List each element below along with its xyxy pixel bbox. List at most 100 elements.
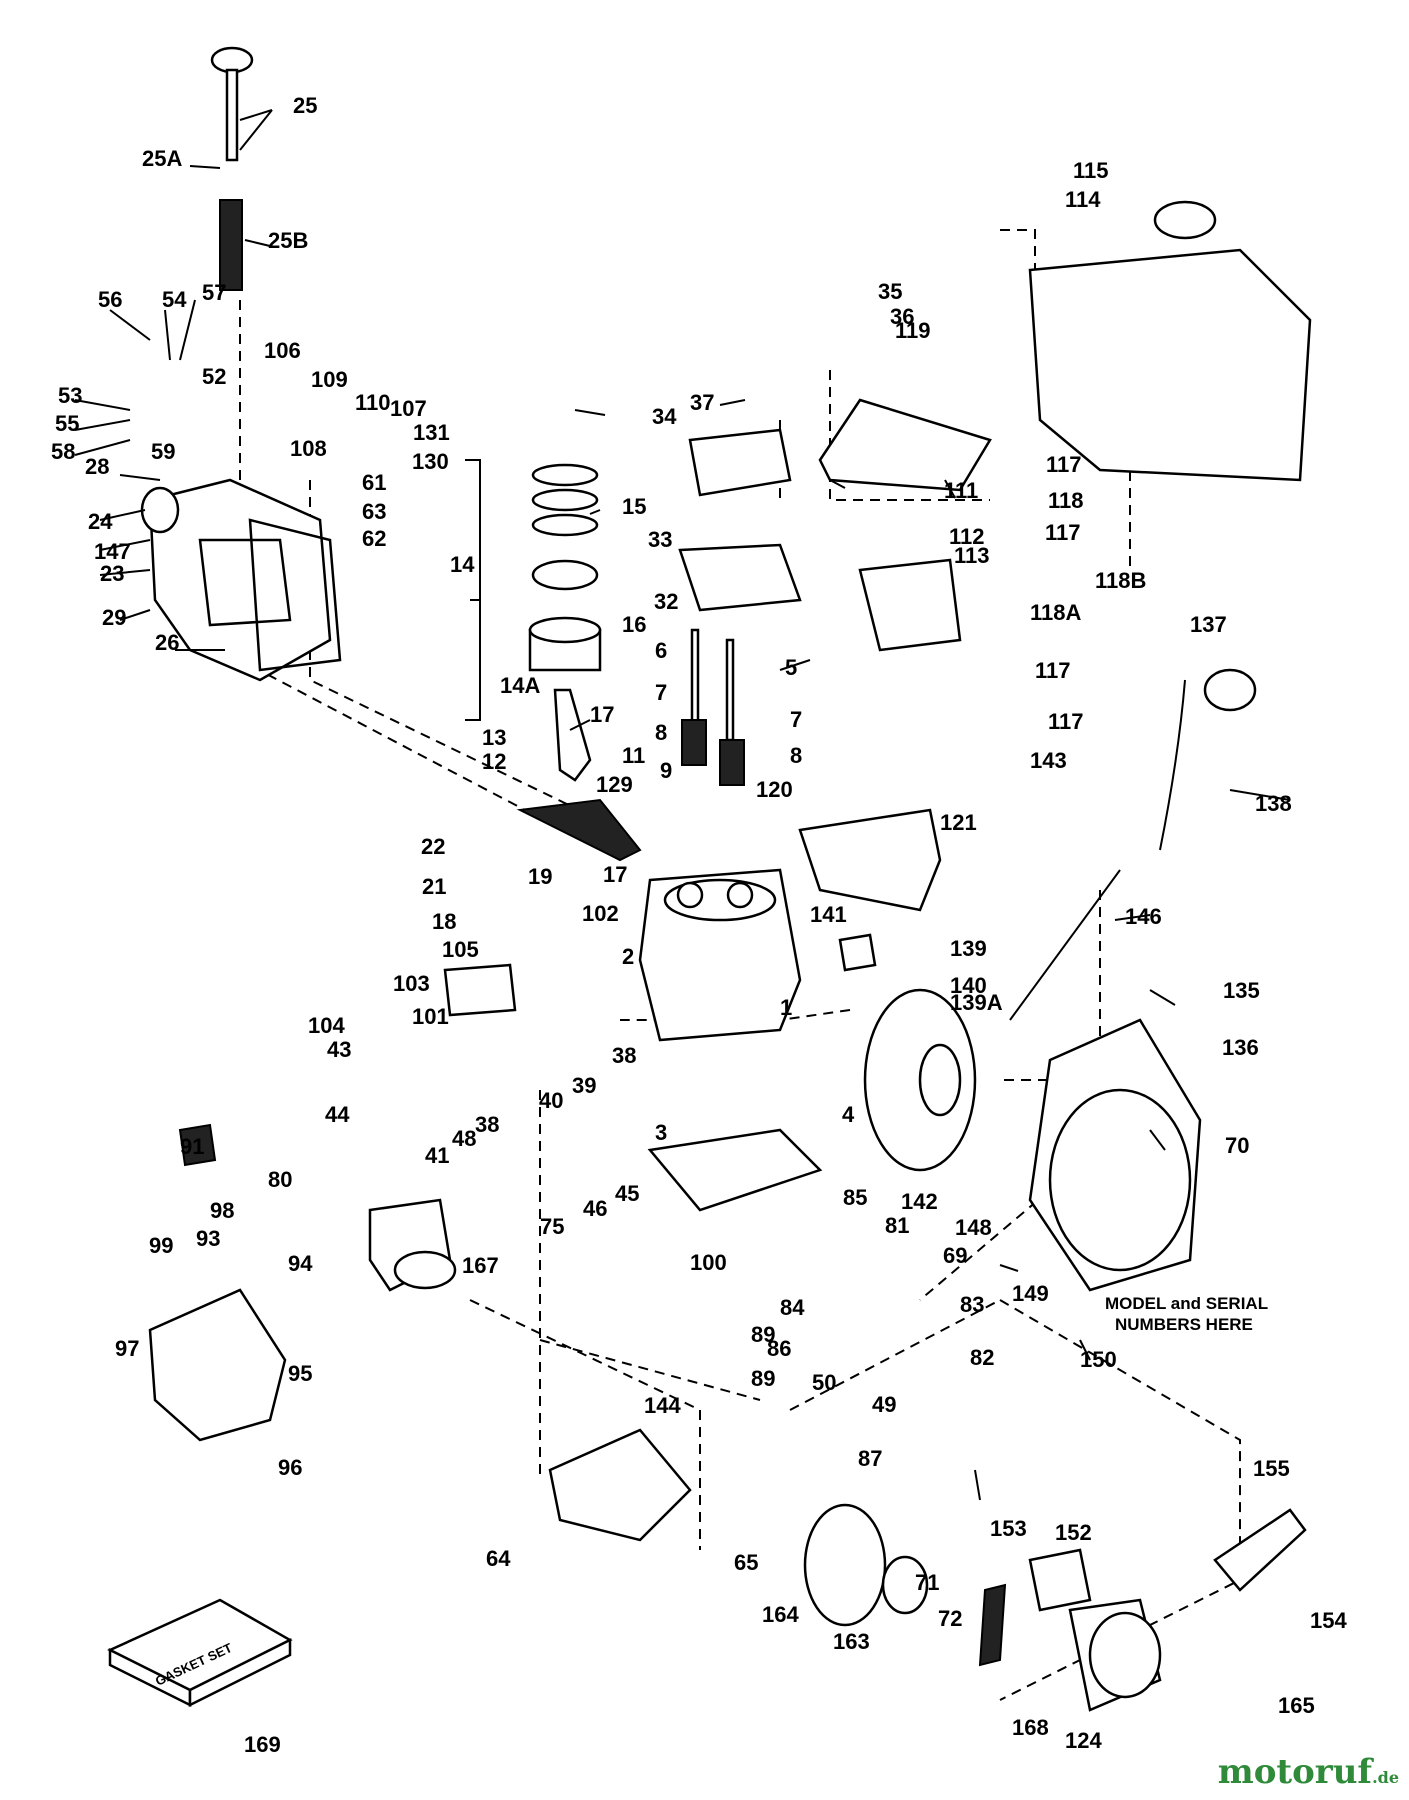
part-label-49: 49 [872, 1392, 896, 1417]
part-label-91: 91 [180, 1134, 204, 1159]
part-label-111: 111 [944, 478, 978, 503]
part-label-148: 148 [955, 1215, 992, 1240]
part-label-163: 163 [833, 1629, 870, 1654]
part-label-105: 105 [442, 937, 479, 962]
part-label-96: 96 [278, 1455, 302, 1480]
part-label-94: 94 [288, 1251, 313, 1276]
part-label-9: 9 [660, 758, 672, 783]
part-label-110: 110 [355, 390, 391, 415]
part-label-137: 137 [1190, 612, 1227, 637]
watermark-logo: motoruf.de [1218, 1752, 1399, 1792]
part-label-41: 41 [425, 1143, 449, 1168]
part-label-38: 38 [612, 1043, 636, 1068]
part-label-16: 16 [622, 612, 646, 637]
part-label-154: 154 [1310, 1608, 1347, 1633]
part-label-52: 52 [202, 364, 226, 389]
part-label-146: 146 [1125, 904, 1162, 929]
part-label-18: 18 [432, 909, 456, 934]
part-label-80: 80 [268, 1167, 292, 1192]
part-label-22: 22 [421, 834, 445, 859]
part-label-89: 89 [751, 1322, 775, 1347]
part-label-61: 61 [362, 470, 386, 495]
part-label-36: 36 [890, 304, 914, 329]
part-label-113: 113 [954, 543, 990, 568]
part-number-labels: 123456778891112131414A151617171819212223… [51, 93, 1347, 1757]
part-label-40: 40 [539, 1088, 563, 1113]
part-label-5: 5 [785, 655, 797, 680]
part-label-45: 45 [615, 1181, 639, 1206]
part-label-124: 124 [1065, 1728, 1102, 1753]
part-label-25: 25 [293, 93, 317, 118]
part-label-104: 104 [308, 1013, 345, 1038]
part-label-167: 167 [462, 1253, 499, 1278]
part-label-48: 48 [452, 1126, 476, 1151]
part-label-118A: 118A [1030, 600, 1081, 625]
part-label-93: 93 [196, 1226, 220, 1251]
part-label-87: 87 [858, 1446, 882, 1471]
note-line-2: NUMBERS HERE [1115, 1315, 1253, 1334]
part-label-150: 150 [1080, 1347, 1117, 1372]
part-label-6: 6 [655, 638, 667, 663]
part-label-129: 129 [596, 772, 633, 797]
part-label-118: 118 [1048, 488, 1084, 513]
part-label-152: 152 [1055, 1520, 1092, 1545]
part-label-53: 53 [58, 383, 82, 408]
part-label-25B: 25B [268, 228, 308, 253]
part-label-75: 75 [540, 1214, 564, 1239]
part-label-119: 119 [895, 318, 931, 343]
part-label-17: 17 [603, 862, 627, 887]
part-label-56: 56 [98, 287, 122, 312]
part-label-147: 147 [94, 539, 131, 564]
part-label-85: 85 [843, 1185, 867, 1210]
watermark-main: motoruf [1217, 1752, 1373, 1792]
part-label-108: 108 [290, 436, 327, 461]
part-label-58: 58 [51, 439, 75, 464]
part-label-4: 4 [842, 1102, 855, 1127]
part-label-8: 8 [790, 743, 802, 768]
part-label-81: 81 [885, 1213, 909, 1238]
part-label-29: 29 [102, 605, 126, 630]
part-label-139A: 139A [950, 990, 1003, 1015]
part-label-44: 44 [325, 1102, 350, 1127]
part-label-70: 70 [1225, 1133, 1249, 1158]
part-label-3: 3 [655, 1120, 667, 1145]
part-label-142: 142 [901, 1189, 938, 1214]
part-label-55: 55 [55, 411, 79, 436]
part-label-38: 38 [475, 1112, 499, 1137]
part-label-17: 17 [590, 702, 614, 727]
part-label-43: 43 [327, 1037, 351, 1062]
part-label-117: 117 [1046, 452, 1082, 477]
part-label-7: 7 [790, 707, 802, 732]
part-label-102: 102 [582, 901, 619, 926]
part-label-65: 65 [734, 1550, 758, 1575]
part-label-39: 39 [572, 1073, 596, 1098]
part-label-15: 15 [622, 494, 646, 519]
part-label-164: 164 [762, 1602, 799, 1627]
part-label-19: 19 [528, 864, 552, 889]
part-label-139: 139 [950, 936, 987, 961]
part-label-89: 89 [751, 1366, 775, 1391]
part-label-35: 35 [878, 279, 902, 304]
part-drawings [107, 46, 1312, 1712]
watermark-suffix: .de [1372, 1768, 1399, 1787]
part-label-24: 24 [88, 509, 113, 534]
part-label-21: 21 [422, 874, 446, 899]
part-label-114: 114 [1065, 187, 1101, 212]
part-label-1: 1 [780, 995, 792, 1020]
part-label-153: 153 [990, 1516, 1027, 1541]
part-label-23: 23 [100, 561, 124, 586]
part-label-46: 46 [583, 1196, 607, 1221]
model-serial-note: MODEL and SERIAL NUMBERS HERE [1105, 1294, 1268, 1334]
part-label-130: 130 [412, 449, 449, 474]
part-label-12: 12 [482, 749, 506, 774]
part-label-120: 120 [756, 777, 793, 802]
part-label-117: 117 [1035, 658, 1071, 683]
part-label-149: 149 [1012, 1281, 1049, 1306]
part-label-155: 155 [1253, 1456, 1290, 1481]
part-label-143: 143 [1030, 748, 1067, 773]
part-label-71: 71 [915, 1570, 939, 1595]
part-label-112: 112 [949, 524, 985, 549]
note-line-1: MODEL and SERIAL [1105, 1294, 1268, 1313]
part-label-115: 115 [1073, 158, 1109, 183]
part-label-13: 13 [482, 725, 506, 750]
